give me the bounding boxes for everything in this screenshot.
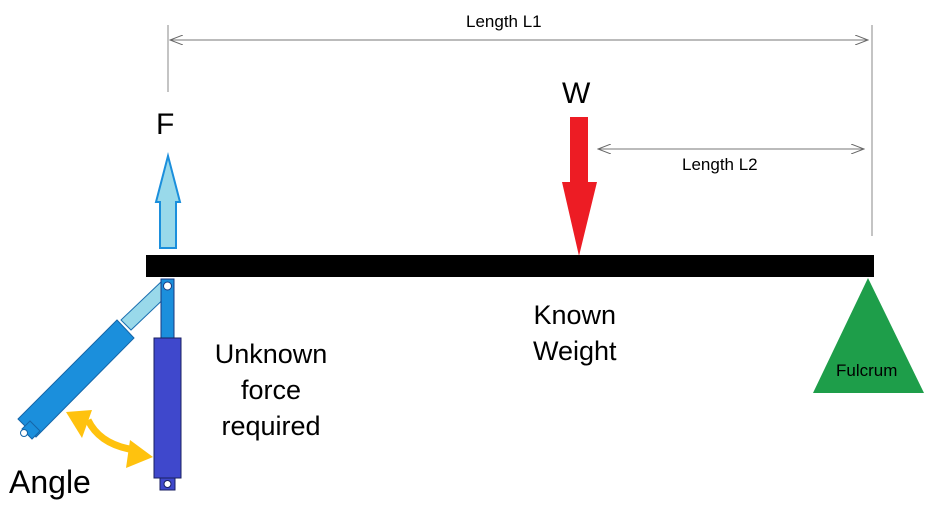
lever-beam [146, 255, 874, 277]
unknown-force-label: Unknown force required [203, 336, 339, 444]
angle-arrow-head-left [66, 410, 92, 438]
fulcrum-label: Fulcrum [836, 361, 898, 380]
tilted-actuator [17, 280, 173, 440]
unknown-force-line1: Unknown [214, 339, 328, 369]
pivot-eye [163, 281, 172, 291]
unknown-force-line2: force [240, 375, 302, 405]
angle-arrow [66, 410, 153, 468]
tilted-actuator-mount-hole [20, 429, 28, 437]
force-label: F [156, 108, 175, 141]
vertical-actuator-mount-hole [163, 480, 172, 488]
known-weight-line2: Weight [533, 336, 617, 366]
known-weight-line1: Known [533, 300, 617, 330]
weight-arrow [562, 117, 597, 256]
vertical-actuator-body [153, 337, 182, 479]
tilted-actuator-body [17, 319, 135, 438]
fulcrum-triangle [813, 278, 924, 393]
force-arrow [154, 152, 182, 249]
vertical-actuator [153, 278, 182, 491]
unknown-force-line3: required [221, 411, 321, 441]
length-l2-label: Length L2 [682, 155, 758, 174]
known-weight-label: Known Weight [533, 297, 617, 369]
angle-arrow-head-right [126, 440, 153, 468]
weight-label: W [562, 77, 591, 110]
angle-arrow-arc [84, 418, 136, 454]
angle-label: Angle [9, 464, 91, 500]
tilted-actuator-tab [21, 420, 41, 440]
length-l1-label: Length L1 [466, 12, 542, 31]
